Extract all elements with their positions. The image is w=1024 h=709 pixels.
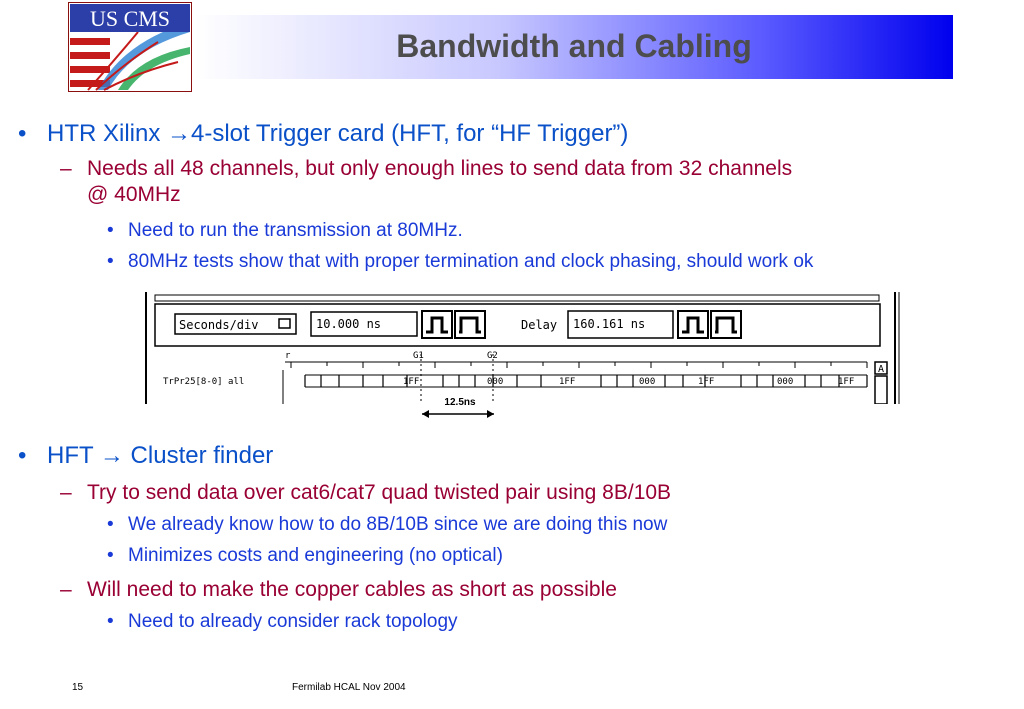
bus-value: 1FF bbox=[559, 377, 575, 387]
bullet-dot: • bbox=[18, 120, 27, 147]
dash-marker: – bbox=[60, 481, 72, 504]
bullet-1-sub-1-line-1: Needs all 48 channels, but only enough l… bbox=[87, 157, 793, 180]
delay-right-icon bbox=[710, 310, 742, 339]
bus-value: 1FF bbox=[698, 377, 714, 387]
bus-value: 1FF bbox=[403, 377, 419, 387]
delay-left-icon bbox=[677, 310, 709, 339]
side-label: A bbox=[878, 364, 884, 375]
bullet-2-sub-1: Try to send data over cat6/cat7 quad twi… bbox=[87, 481, 672, 504]
interval-label: 12.5ns bbox=[444, 397, 476, 408]
dash-marker: – bbox=[60, 578, 72, 601]
bullet-dot: • bbox=[107, 545, 114, 566]
time-div-field bbox=[310, 311, 418, 337]
slide-title: Bandwidth and Cabling bbox=[396, 28, 752, 64]
bus-value: 000 bbox=[639, 377, 655, 387]
title-bar bbox=[195, 15, 953, 79]
signal-name: TrPr25[8-0] all bbox=[163, 377, 244, 387]
bullet-1-sub-1-line-2: @ 40MHz bbox=[87, 183, 181, 206]
marker-g1: G1 bbox=[413, 351, 424, 361]
page-number: 15 bbox=[72, 682, 84, 693]
delay-label: Delay bbox=[521, 318, 557, 332]
uscms-logo: US CMS bbox=[68, 2, 192, 92]
logic-analyzer-capture: Seconds/div 10.000 ns Delay 160.161 ns r… bbox=[145, 292, 902, 404]
bullet-dot: • bbox=[107, 220, 114, 241]
zoom-in-icon bbox=[454, 310, 486, 339]
marker-r: r bbox=[285, 351, 291, 361]
bus-value: 1FF bbox=[838, 377, 854, 387]
bullet-1-text: HTR Xilinx →4-slot Trigger card (HFT, fo… bbox=[47, 120, 629, 147]
bullet-2-item-1: We already know how to do 8B/10B since w… bbox=[128, 514, 668, 535]
bullet-1-item-1: Need to run the transmission at 80MHz. bbox=[128, 220, 463, 241]
logo-text: US CMS bbox=[90, 6, 170, 31]
bus-value: 000 bbox=[487, 377, 503, 387]
bullet-dot: • bbox=[107, 514, 114, 535]
time-div-value: 10.000 ns bbox=[316, 317, 381, 331]
bullet-dot: • bbox=[107, 251, 114, 272]
dash-marker: – bbox=[60, 157, 72, 180]
bus-value: 000 bbox=[777, 377, 793, 387]
bullet-2-text: HFT → Cluster finder bbox=[47, 442, 274, 469]
seconds-div-label: Seconds/div bbox=[179, 318, 258, 332]
delay-value: 160.161 ns bbox=[573, 317, 645, 331]
marker-g2: G2 bbox=[487, 351, 498, 361]
seconds-div-select bbox=[174, 313, 297, 335]
time-axis-ticks bbox=[290, 362, 868, 368]
bullet-2-sub-2: Will need to make the copper cables as s… bbox=[87, 578, 617, 601]
bullet-2-item-3: Need to already consider rack topology bbox=[128, 611, 458, 632]
zoom-out-icon bbox=[421, 310, 453, 339]
bullet-dot: • bbox=[18, 442, 27, 469]
bullet-dot: • bbox=[107, 611, 114, 632]
delay-field bbox=[567, 310, 674, 339]
bus-waveform: 1FF 000 1FF 000 1FF 000 1FF bbox=[304, 374, 868, 388]
interval-annotation: 12.5ns bbox=[422, 397, 494, 418]
side-label-box bbox=[874, 361, 888, 375]
bullet-2-item-2: Minimizes costs and engineering (no opti… bbox=[128, 545, 503, 566]
bullet-1-item-2: 80MHz tests show that with proper termin… bbox=[128, 251, 814, 272]
footer-text: Fermilab HCAL Nov 2004 bbox=[292, 682, 406, 693]
dropdown-icon bbox=[278, 318, 291, 329]
